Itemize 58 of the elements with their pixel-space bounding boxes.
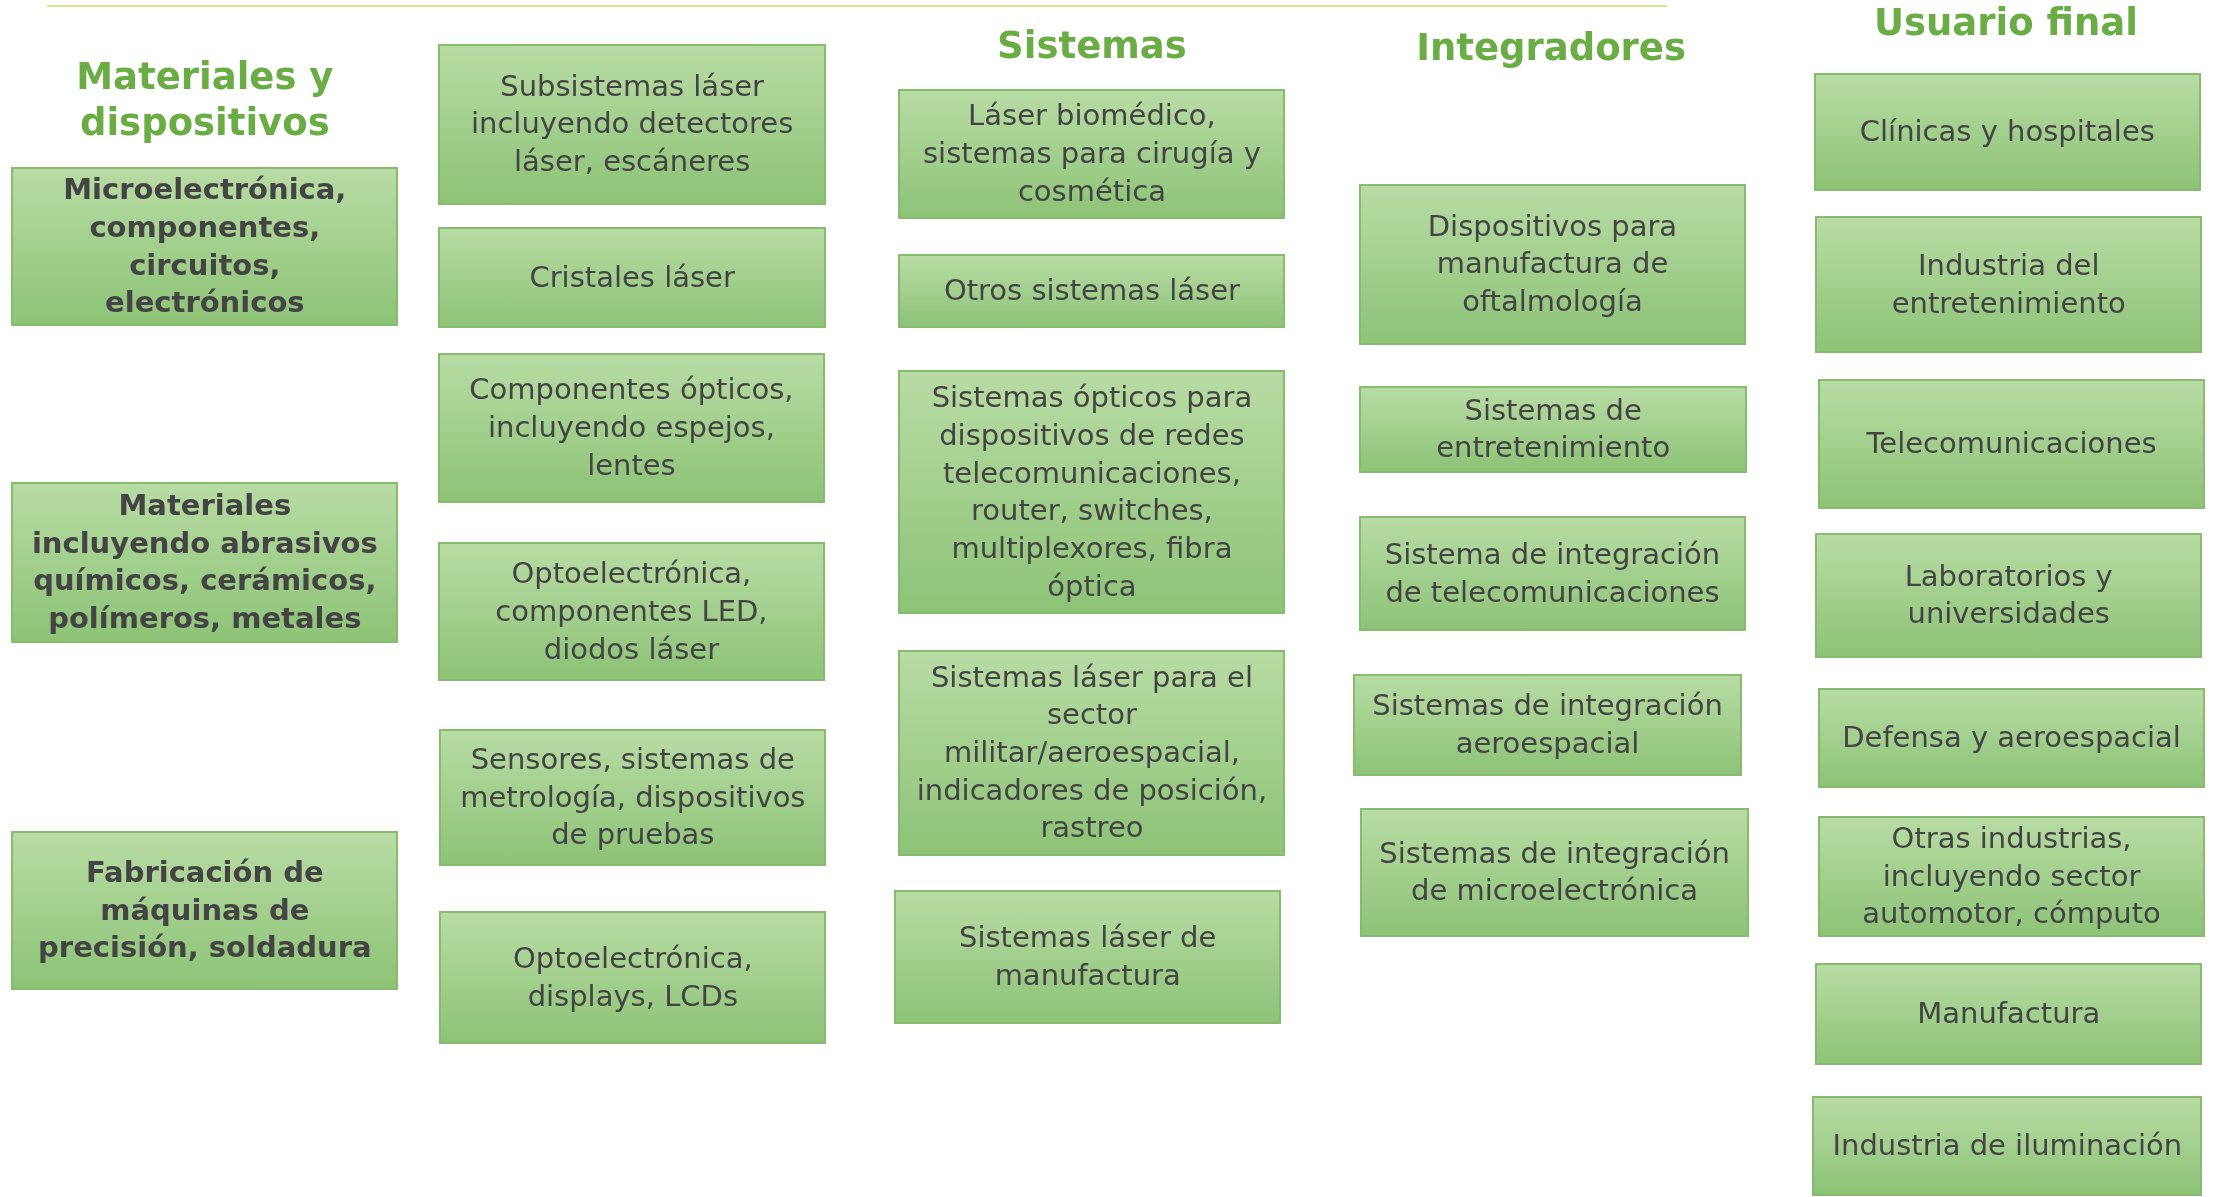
box-text: Sistemas ópticos para dispositivos de redes telecomunicaciones, router, switches, multiplexores, fibra óptica [930,379,1254,605]
box-text: Fabricación de máquinas de precisión, soldadura [37,853,373,967]
box-text: Otras industrias, incluyendo sector automotor, cómputo [1861,820,2162,933]
box-text: Clínicas y hospitales [1859,113,2155,151]
column-heading: Materiales y dispositivos [75,53,335,146]
category-box [1360,808,1749,937]
category-box [1815,216,2203,354]
box-text: Manufactura [1917,995,2101,1033]
box-text: Sistemas de entretenimiento [1435,391,1672,467]
column-heading: Integradores [1415,25,1687,72]
category-box [898,649,1286,857]
box-text: Sistema de integración de telecomunicaciones [1383,535,1722,611]
category-box [898,89,1286,219]
box-text: Subsistemas láser incluyendo detectores láser, escáneres [469,67,795,181]
box-text: Láser biomédico, sistemas para cirugía y cosmética [922,97,1262,210]
category-box [898,254,1286,328]
box-text: Sistemas láser de manufactura [958,919,1218,995]
box-text: Defensa y aeroespacial [1842,719,2181,757]
category-box [1812,1096,2203,1197]
box-text: Sensores, sistemas de metrología, dispositivos de pruebas [459,740,807,854]
category-box [894,889,1282,1025]
category-box [1815,963,2203,1066]
box-text: Optoelectrónica, componentes LED, diodos láser [494,555,769,668]
category-box [1358,183,1746,345]
category-box [1818,687,2206,789]
box-text: Cristales láser [529,258,735,296]
box-text: Laboratorios y universidades [1903,557,2114,633]
box-text: Otros sistemas láser [943,272,1240,310]
category-box [1818,378,2206,509]
box-text: Dispositivos para manufactura de oftalmología [1426,207,1679,320]
box-text: Industria del entretenimiento [1890,246,2127,322]
category-box [437,43,827,205]
box-text: Telecomunicaciones [1866,424,2157,462]
category-box [437,542,825,681]
category-box [898,370,1286,615]
column-heading: Usuario final [1872,0,2139,46]
category-box [11,830,399,991]
box-text: Sistemas láser para el sector militar/aeroespacial, indicadores de posición, rastreo [915,658,1269,847]
category-box [11,481,399,643]
category-box [1353,673,1742,776]
category-box [439,728,827,866]
box-text: Optoelectrónica, displays, LCDs [511,939,754,1015]
category-box [1813,73,2201,191]
box-text: Industria de iluminación [1832,1127,2183,1165]
category-box [11,166,399,327]
box-text: Componentes ópticos, incluyendo espejos, lentes [468,371,795,484]
box-text: Materiales incluyendo abrasivos químicos, cerámicos, polímeros, metales [30,486,379,637]
box-text: Sistemas de integración aeroespacial [1371,686,1724,762]
category-box [1358,515,1746,632]
box-text: Sistemas de integración de microelectrónica [1378,834,1731,910]
box-text: Microelectrónica, componentes, circuitos, electrónicos [62,171,348,322]
column-heading: Sistemas [996,22,1188,69]
category-box [437,353,825,503]
category-box [1818,816,2206,937]
category-box [1815,532,2203,659]
category-box [437,227,827,328]
category-box [439,911,827,1044]
category-box [1358,385,1748,474]
